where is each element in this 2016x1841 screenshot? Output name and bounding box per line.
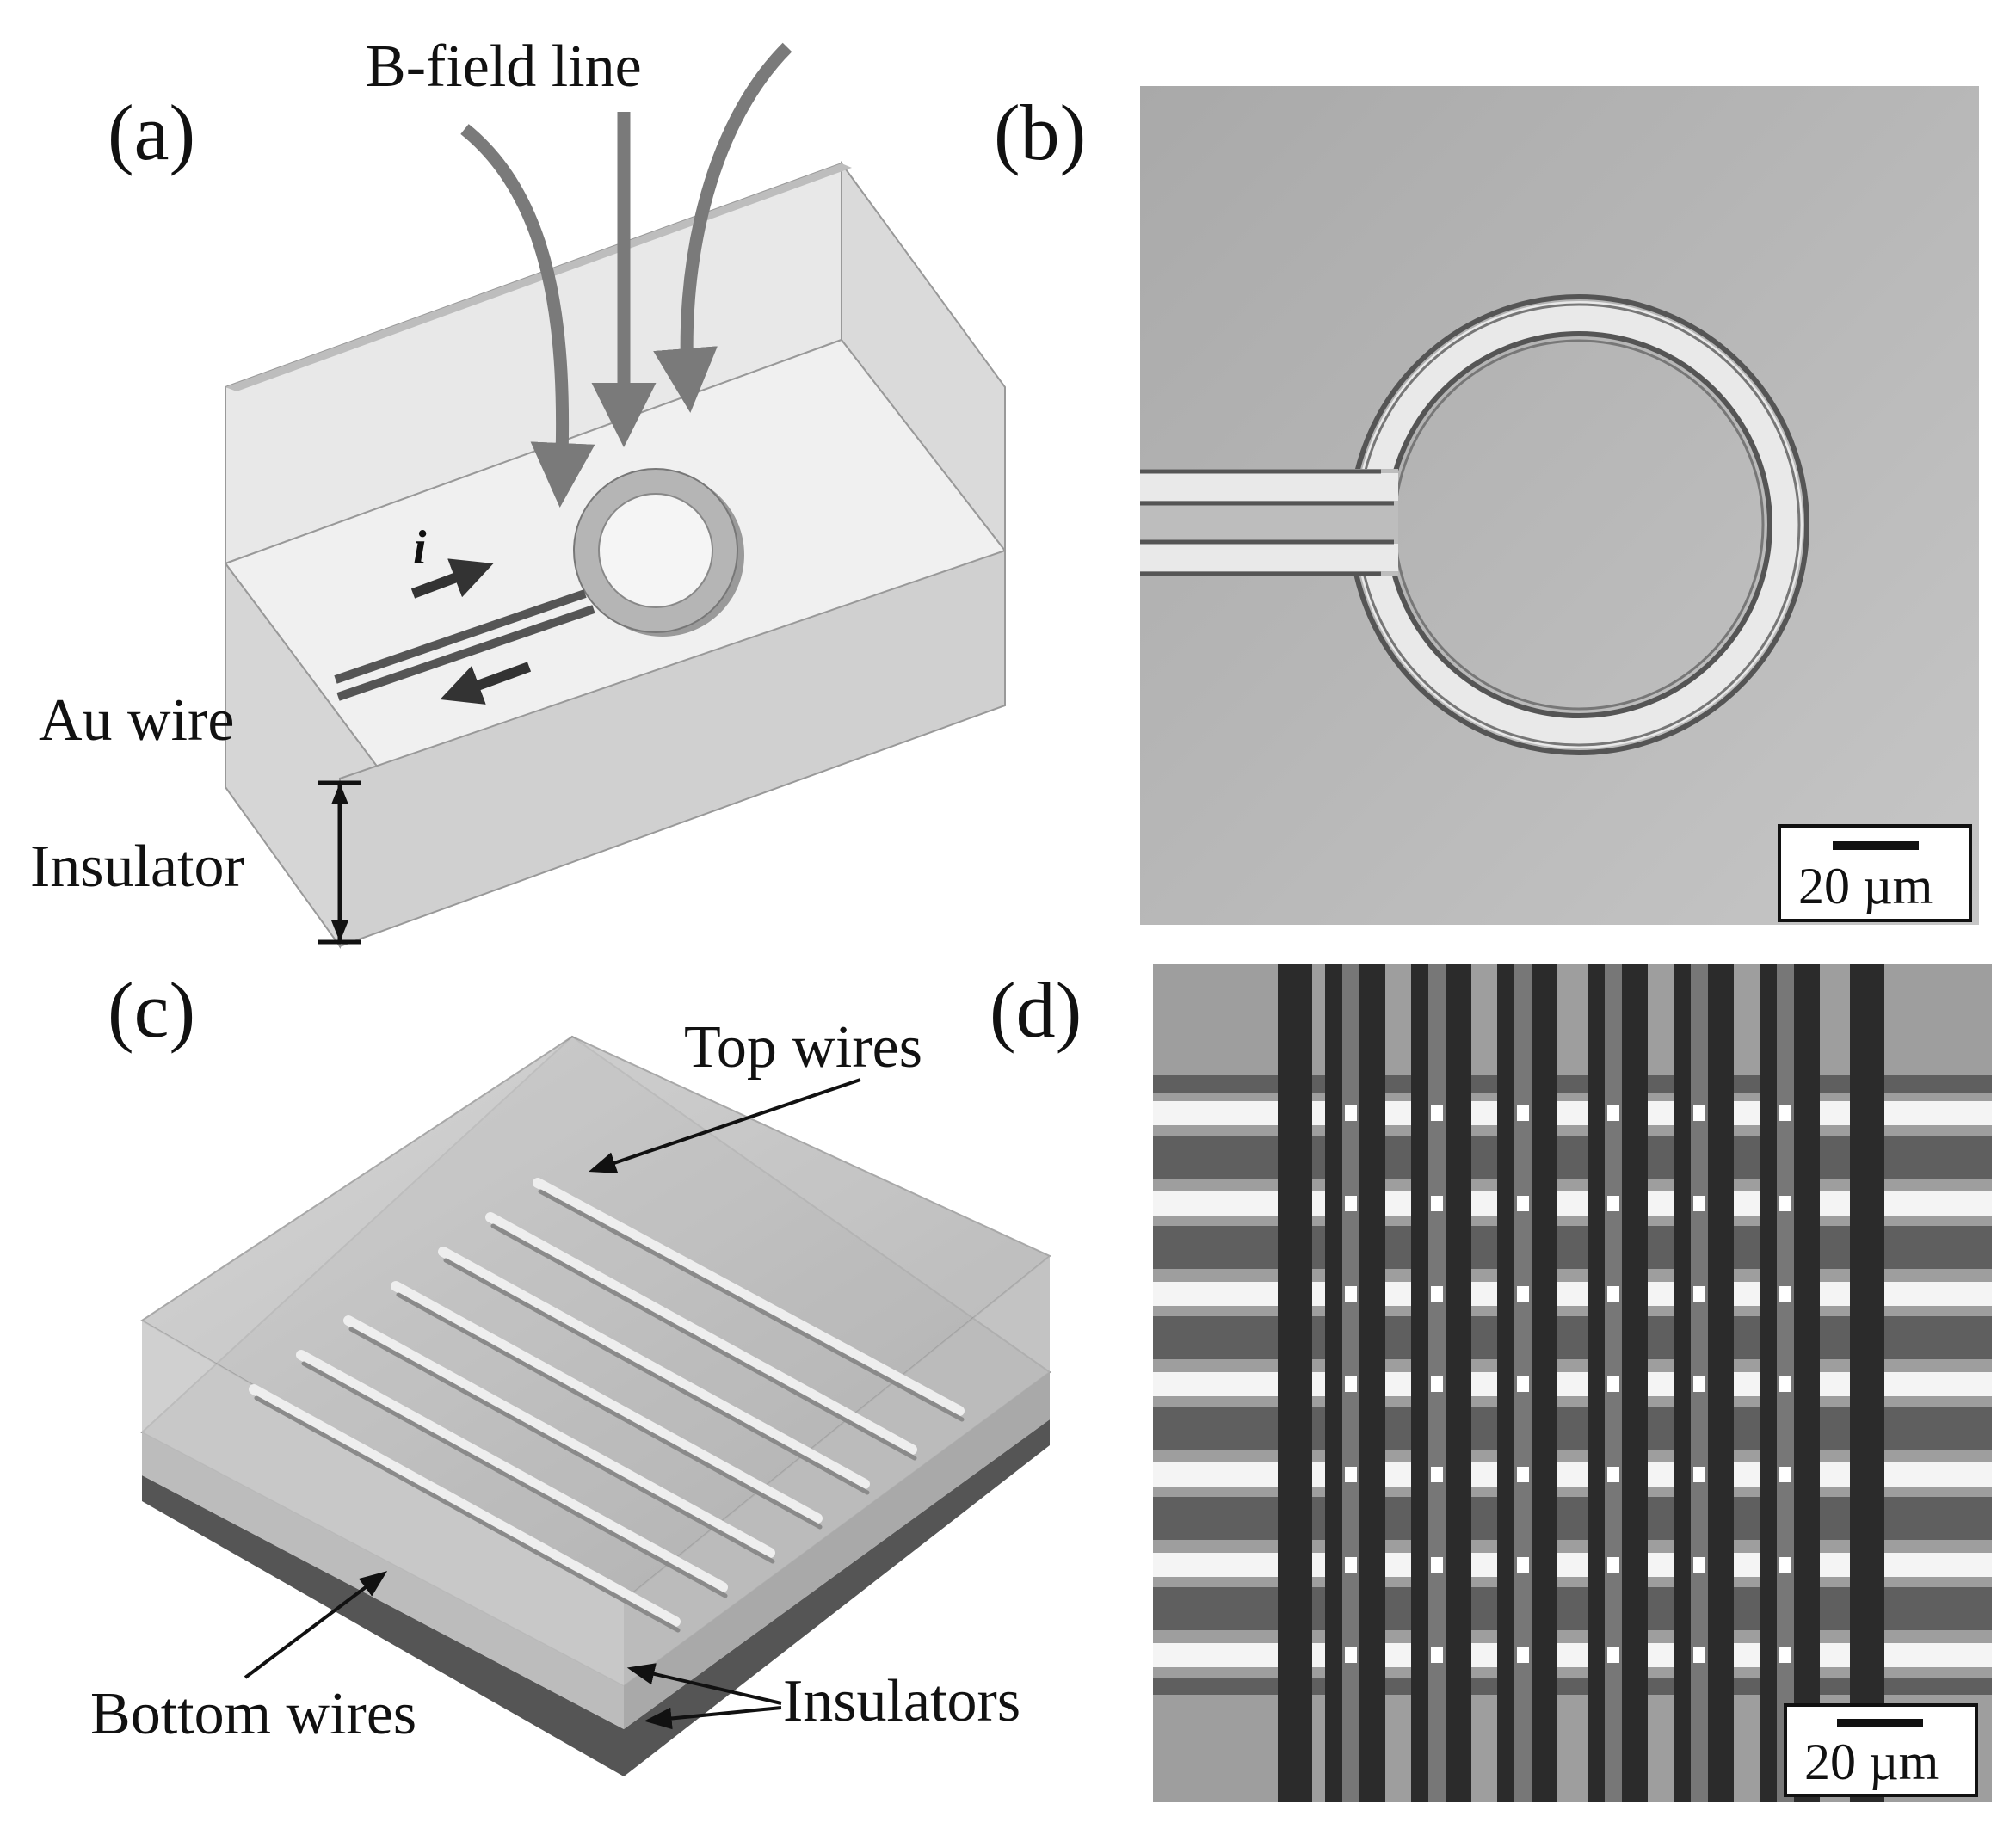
panel-a: (a) B-field line i Au wire Insulator <box>30 34 1007 950</box>
scale-bar-b: 20 µm <box>1778 824 1972 922</box>
panel-a-label: (a) <box>108 89 195 176</box>
insulators-pointer-top <box>626 1663 782 1705</box>
top-wires-label: Top wires <box>684 1014 922 1081</box>
bottom-insulator-front-right <box>624 1372 1050 1729</box>
insulator-label: Insulator <box>30 834 244 900</box>
ring-structure <box>1140 294 1809 755</box>
panel-d-label: (d) <box>990 966 1082 1054</box>
panel-c-label: (c) <box>108 966 195 1054</box>
insulator-bracket <box>318 780 361 945</box>
bfield-label: B-field line <box>366 34 642 100</box>
top-insulator-front-left <box>142 1321 624 1686</box>
top-wires-pointer <box>588 1078 861 1173</box>
insulators-label: Insulators <box>783 1668 1020 1734</box>
bfield-arrow-right <box>653 42 792 413</box>
panel-b-label: (b) <box>994 89 1086 176</box>
crossbar-grid <box>1153 964 1992 1802</box>
insulators-pointer-bottom <box>644 1706 782 1730</box>
current-label: i <box>413 521 427 575</box>
current-arrow-out <box>440 662 532 705</box>
current-arrow-in <box>410 558 494 599</box>
bottom-wires-pointer <box>244 1571 388 1679</box>
top-wire-shadows <box>254 1189 965 1633</box>
panel-d: (d) <box>990 964 1992 1802</box>
panel-b: (b) 20 µm <box>994 86 1979 925</box>
base-layer <box>142 1419 1050 1776</box>
bottom-wires-label: Bottom wires <box>90 1681 416 1747</box>
au-wire-label: Au wire <box>39 687 234 754</box>
au-wire-loop <box>334 468 744 701</box>
scale-bar-d-text: 20 µm <box>1804 1733 1939 1790</box>
scale-bar-d: 20 µm <box>1784 1703 1978 1797</box>
top-wires <box>249 1178 965 1627</box>
panel-c: (c) Top wires <box>90 966 1051 1776</box>
bfield-arrow-left <box>460 124 595 508</box>
scale-bar-b-text: 20 µm <box>1798 858 1933 914</box>
